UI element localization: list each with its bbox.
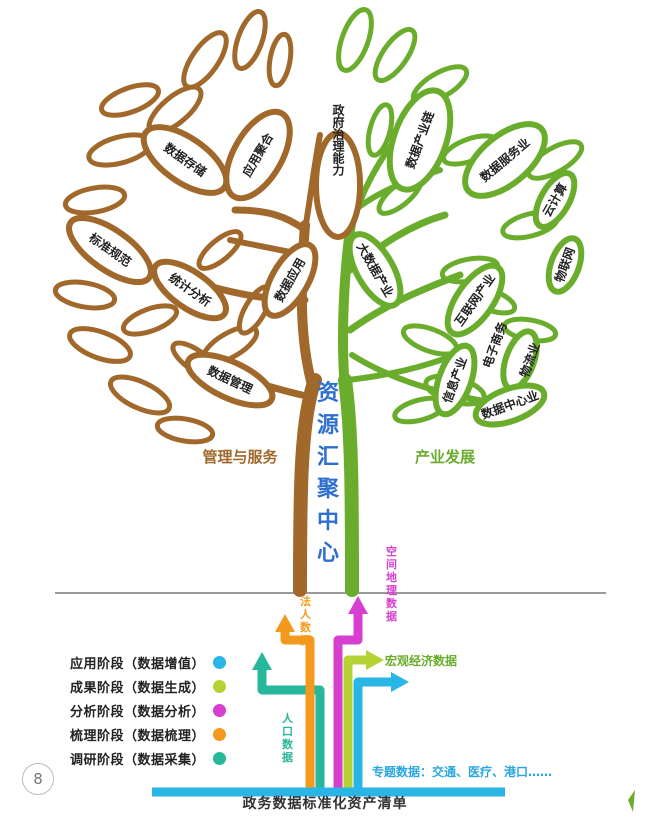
stage-row: 应用阶段（数据增值） [70,650,250,674]
stage-row: 调研阶段（数据采集） [70,746,250,770]
leaf-cunchu [140,124,230,196]
leaf-yingyong [223,108,293,202]
root-arrows [152,596,505,797]
leaf-tongji [151,258,229,322]
stage-dot [213,751,227,765]
root-label-population: 人口数据 [282,711,294,764]
right-branch-label: 产业发展 [415,448,475,466]
stage-dot [213,703,227,717]
center-char-3: 汇 [317,445,339,470]
root-label-legal-person: 法人数据 [300,594,312,647]
right-labeled-leaves [346,87,585,428]
root-population [257,668,325,790]
root-spatial-head [348,596,368,614]
stage-label: 调研阶段（数据采集） [70,752,206,768]
root-macro-head [366,650,384,670]
root-label-macro: 宏观经济数据 [385,653,457,668]
page-number: 8 [22,763,54,795]
root-legal-person [280,630,315,790]
stage-dot [213,655,227,669]
center-char-4: 聚 [316,477,340,502]
root-label-spatial: 空间地理数据 [386,544,398,623]
center-char-6: 心 [317,541,339,566]
root-macro [343,655,368,790]
leaf-label-governance: 政府治理能力 [331,103,345,177]
leaf-guanli [184,351,276,409]
root-legal-person-head [275,614,295,632]
leaf-zhengfu [313,130,363,240]
leaf-yingyong2 [261,241,319,319]
stage-dot [213,679,227,693]
center-char-2: 源 [317,413,339,438]
root-population-head [252,652,272,670]
stage-label: 应用阶段（数据增值） [70,656,206,672]
center-char-5: 中 [317,509,339,534]
stage-label: 分析阶段（数据分析） [70,704,206,720]
root-topic-head [391,672,409,692]
stage-legend: 应用阶段（数据增值） 成果阶段（数据生成） 分析阶段（数据分析） 梳理阶段（数据… [70,650,250,770]
stage-row: 分析阶段（数据分析） [70,698,250,722]
topic-data-label: 专题数据：交通、医疗、港口…… [372,765,553,779]
stage-dot [213,727,227,741]
left-branch-label: 管理与服务 [202,448,278,466]
stage-label: 成果阶段（数据生成） [70,680,206,696]
stage-row: 成果阶段（数据生成） [70,674,250,698]
corner-decoration [628,790,635,812]
root-topic [353,677,393,790]
root-spatial [333,612,363,790]
left-labeled-leaves [66,108,363,409]
center-char-1: 资 [317,381,339,406]
stage-row: 梳理阶段（数据梳理） [70,722,250,746]
bottom-title: 政务数据标准化资产清单 [242,796,408,812]
stage-label: 梳理阶段（数据梳理） [70,728,206,744]
center-label: 资 源 汇 聚 中 心 [316,381,340,566]
leaf-biaozhun [66,214,154,286]
